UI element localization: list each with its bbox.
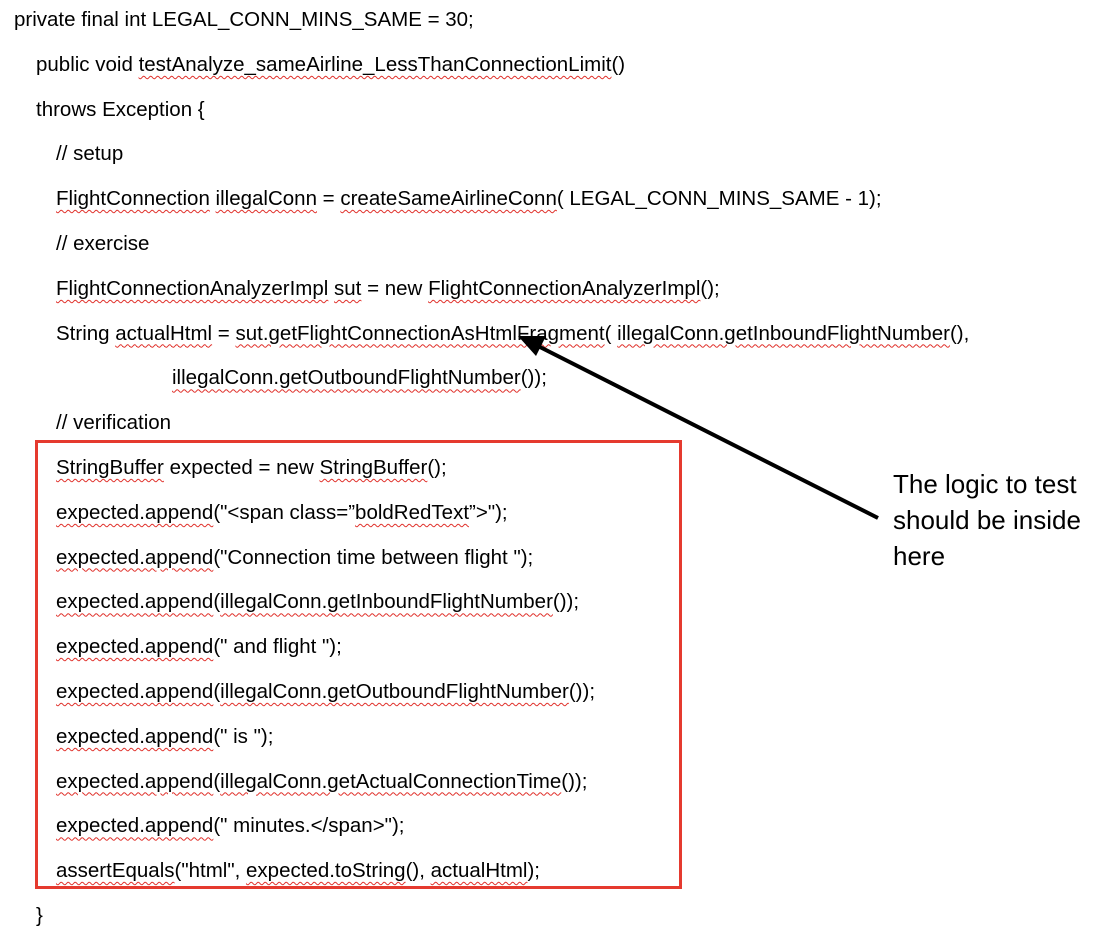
spellcheck-flagged-token: expected.append [56, 635, 214, 659]
code-line: } [36, 902, 43, 930]
code-token: = [212, 321, 236, 345]
spellcheck-flagged-token: expected.append [56, 590, 214, 614]
spellcheck-flagged-token: assertEquals [56, 859, 175, 883]
code-line: expected.append(" minutes.</span>"); [56, 812, 404, 840]
code-token: ); [527, 859, 540, 883]
code-token: ()); [568, 680, 596, 703]
spellcheck-flagged-token: expected.append [56, 724, 214, 748]
spellcheck-flagged-token: testAnalyze_sameAirline_LessThanConnecti… [138, 52, 612, 76]
code-line: expected.append("<span class=”boldRedTex… [56, 499, 508, 527]
code-token: = [316, 187, 341, 211]
code-line: expected.append(illegalConn.getActualCon… [56, 768, 587, 796]
code-line: expected.append(illegalConn.getOutboundF… [56, 678, 595, 706]
code-line: assertEquals("html", expected.toString()… [56, 857, 540, 885]
code-token: (" minutes.</span>"); [213, 814, 405, 838]
code-token: ( [213, 769, 221, 793]
code-token: ("Connection time between flight "); [213, 545, 534, 569]
code-line: illegalConn.getOutboundFlightNumber()); [172, 364, 547, 392]
code-token: // setup [56, 142, 124, 166]
code-token: (), [405, 859, 431, 883]
spellcheck-flagged-token: FlightConnection [56, 187, 210, 211]
spellcheck-flagged-token: FlightConnectionAnalyzerImpl [56, 276, 329, 300]
code-line: FlightConnectionAnalyzerImpl sut = new F… [56, 275, 720, 303]
code-line: expected.append(illegalConn.getInboundFl… [56, 588, 579, 616]
arrow-shaft [533, 342, 879, 520]
code-token: ”>"); [469, 500, 508, 524]
spellcheck-flagged-token: illegalConn.getActualConnectionTime [220, 769, 562, 793]
code-token: (), [949, 321, 970, 345]
code-line: // exercise [56, 230, 149, 258]
code-token: // exercise [56, 232, 150, 255]
spellcheck-flagged-token: illegalConn.getOutboundFlightNumber [172, 366, 521, 390]
code-token: (); [427, 456, 447, 479]
spellcheck-flagged-token: expected.append [56, 545, 214, 569]
code-line: // verification [56, 409, 171, 437]
spellcheck-flagged-token: StringBuffer [56, 456, 164, 479]
spellcheck-flagged-token: actualHtml [430, 859, 528, 883]
spellcheck-flagged-token: expected.append [56, 814, 214, 838]
code-line: private final int LEGAL_CONN_MINS_SAME =… [14, 6, 474, 34]
annotation-text: The logic to test should be inside here [893, 469, 1081, 571]
arrow-head [518, 336, 546, 356]
code-line: expected.append(" is "); [56, 723, 273, 751]
code-token: public void [36, 52, 139, 76]
spellcheck-flagged-token: StringBuffer [319, 456, 428, 479]
code-token: throws Exception { [36, 97, 205, 121]
code-token: (); [700, 276, 720, 300]
spellcheck-flagged-token: illegalConn.getInboundFlightNumber [617, 321, 950, 345]
code-token: ()); [520, 366, 547, 390]
code-token: ( [213, 590, 221, 614]
code-token: (" and flight "); [213, 635, 342, 659]
spellcheck-flagged-token: createSameAirlineConn [340, 187, 557, 211]
code-token: ( LEGAL_CONN_MINS_SAME - 1); [556, 187, 882, 211]
spellcheck-flagged-token: boldRedText [355, 500, 470, 524]
code-token: } [36, 904, 43, 927]
code-token: private final int LEGAL_CONN_MINS_SAME =… [14, 8, 474, 31]
code-token: // verification [56, 411, 172, 435]
spellcheck-flagged-token: illegalConn [215, 187, 317, 211]
code-token: (" is "); [213, 724, 274, 748]
code-line: expected.append("Connection time between… [56, 544, 533, 572]
spellcheck-flagged-token: sut.getFlightConnectionAsHtmlFragment [235, 321, 605, 345]
spellcheck-flagged-token: expected.toString [246, 859, 406, 883]
spellcheck-flagged-token: expected.append [56, 769, 214, 793]
spellcheck-flagged-token: expected.append [56, 680, 214, 703]
code-token: ( [604, 321, 618, 345]
code-token: ("html", [174, 859, 247, 883]
code-line: String actualHtml = sut.getFlightConnect… [56, 320, 969, 348]
code-token: expected = new [163, 456, 320, 479]
spellcheck-flagged-token: FlightConnectionAnalyzerImpl [428, 276, 701, 300]
code-line: throws Exception { [36, 96, 205, 124]
code-line: FlightConnection illegalConn = createSam… [56, 185, 882, 213]
code-token: ()); [561, 769, 588, 793]
code-token: () [611, 52, 626, 76]
code-token: String [56, 321, 116, 345]
code-token: = new [361, 276, 429, 300]
spellcheck-flagged-token: illegalConn.getOutboundFlightNumber [220, 680, 569, 703]
spellcheck-flagged-token: sut [334, 276, 362, 300]
spellcheck-flagged-token: illegalConn.getInboundFlightNumber [220, 590, 553, 614]
code-line: StringBuffer expected = new StringBuffer… [56, 454, 447, 482]
code-line: expected.append(" and flight "); [56, 633, 342, 661]
verification-highlight-box [35, 440, 682, 889]
code-line: // setup [56, 140, 123, 168]
code-token: ()); [552, 590, 580, 614]
spellcheck-flagged-token: actualHtml [115, 321, 213, 345]
code-token: ("<span class=” [213, 500, 356, 524]
code-line: public void testAnalyze_sameAirline_Less… [36, 51, 625, 79]
code-token: ( [213, 680, 221, 703]
spellcheck-flagged-token: expected.append [56, 500, 214, 524]
